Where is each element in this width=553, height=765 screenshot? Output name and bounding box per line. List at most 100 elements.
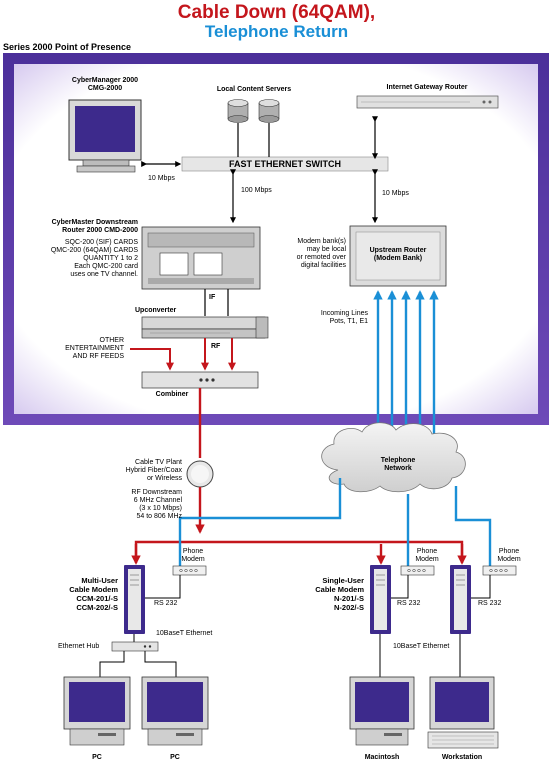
- pc-icon: [141, 676, 209, 746]
- rf-label: RF: [211, 343, 221, 350]
- rf-line: 54 to 806 MHz: [136, 513, 182, 520]
- card-line: QUANTITY 1 to 2: [83, 255, 138, 262]
- pc-icon: [63, 676, 131, 746]
- downstream-router-chassis-icon: [141, 226, 261, 290]
- modem-bank-note: Modem bank(s) may be local or remoted ov…: [270, 238, 346, 270]
- note-line: or remoted over: [296, 254, 346, 261]
- telephone-network-cloud-icon: [321, 422, 466, 493]
- computer-label: PC: [170, 754, 180, 761]
- phone-modem-label: Phone Modem: [176, 548, 210, 564]
- computer-label: PC: [92, 754, 102, 761]
- downstream-router-name: CyberMaster Downstream: [51, 219, 138, 226]
- ethernet-label: 10BaseT Ethernet: [393, 643, 450, 650]
- phone-modem-icon: [400, 565, 435, 576]
- upconverter-icon: [141, 316, 269, 339]
- single-user-line: Cable Modem: [315, 585, 364, 594]
- phone-modem-line: Modem: [415, 556, 439, 563]
- plant-line: or Wireless: [146, 475, 182, 482]
- gateway-router-label: Internet Gateway Router: [386, 84, 468, 91]
- link-speed-label: 100 Mbps: [241, 187, 272, 194]
- card-line: uses one TV channel.: [70, 271, 138, 278]
- link-speed-label: 10 Mbps: [148, 175, 175, 182]
- multi-user-line: Multi-User: [81, 576, 118, 585]
- multi-user-modem-label: Multi-User Cable Modem CCM-201/-S CCM-20…: [20, 576, 118, 612]
- card-line: QMC-200 (64QAM) CARDS: [50, 247, 138, 254]
- note-line: digital facilities: [300, 262, 346, 269]
- single-user-line: N-202/-S: [333, 603, 364, 612]
- upstream-router-label: Upstream Router (Modem Bank): [356, 247, 440, 263]
- single-user-line: N-201/-S: [333, 594, 364, 603]
- single-user-line: Single-User: [322, 576, 364, 585]
- macintosh-icon: [349, 676, 415, 746]
- downstream-router-label: CyberMaster Downstream Router 2000 CMD-2…: [20, 219, 138, 235]
- local-content-servers-label: Local Content Servers: [216, 86, 292, 93]
- phone-modem-line: Modem: [181, 556, 205, 563]
- combiner-label: Combiner: [155, 391, 189, 398]
- cybermanager-monitor-icon: [68, 99, 142, 173]
- computer-label: Macintosh: [364, 754, 400, 761]
- multi-user-line: CCM-201/-S: [76, 594, 118, 603]
- upstream-router-box: [349, 225, 447, 287]
- cable-modem-icon: [370, 565, 391, 634]
- plant-line: Hybrid Fiber/Coax: [125, 467, 182, 474]
- phone-modem-line: Phone: [498, 548, 520, 555]
- router-icon: [356, 95, 499, 109]
- single-user-modem-label: Single-User Cable Modem N-201/-S N-202/-…: [266, 576, 364, 612]
- network-line: Telephone: [380, 457, 416, 464]
- multi-user-line: Cable Modem: [69, 585, 118, 594]
- cable-modem-icon: [450, 565, 471, 634]
- phone-modem-line: Phone: [182, 548, 204, 555]
- upstream-router-name: Upstream Router: [369, 247, 427, 254]
- rf-line: (3 x 10 Mbps): [139, 505, 182, 512]
- diagram-subtitle: Telephone Return: [204, 22, 349, 41]
- combiner-icon: [141, 371, 259, 389]
- if-label: IF: [209, 294, 216, 301]
- fast-ethernet-switch: [181, 156, 389, 172]
- downstream-router-model: Router 2000 CMD-2000: [62, 227, 138, 234]
- rs232-label: RS 232: [154, 600, 178, 607]
- phone-modem-line: Modem: [497, 556, 521, 563]
- incoming-line: Incoming Lines: [320, 310, 368, 317]
- cybermanager-model: CMG-2000: [87, 85, 123, 92]
- incoming-line: Pots, T1, E1: [329, 318, 368, 325]
- telephone-network-label: Telephone Network: [360, 457, 436, 473]
- server-icon: [258, 99, 280, 123]
- cable-plant-label: Cable TV Plant Hybrid Fiber/Coax or Wire…: [60, 459, 182, 483]
- workstation-icon: [427, 676, 499, 749]
- upconverter-label: Upconverter: [135, 307, 177, 314]
- cards-info: SQC-200 (SIF) CARDS QMC-200 (64QAM) CARD…: [20, 239, 138, 279]
- feed-line: ENTERTAINMENT: [65, 345, 124, 352]
- phone-modem-label: Phone Modem: [492, 548, 526, 564]
- note-line: may be local: [306, 246, 346, 253]
- cybermanager-label: CyberManager 2000 CMG-2000: [60, 77, 150, 93]
- feed-line: AND RF FEEDS: [72, 353, 124, 360]
- card-line: SQC-200 (SIF) CARDS: [64, 239, 138, 246]
- plant-line: Cable TV Plant: [135, 459, 182, 466]
- pop-label: Series 2000 Point of Presence: [3, 42, 132, 52]
- ethernet-label: 10BaseT Ethernet: [156, 630, 213, 637]
- cable-plant-node-icon: [186, 460, 214, 488]
- switch-label: FAST ETHERNET SWITCH: [229, 159, 341, 169]
- feed-line: OTHER: [99, 337, 125, 344]
- rf-line: 6 MHz Channel: [133, 497, 182, 504]
- multi-user-line: CCM-202/-S: [76, 603, 118, 612]
- upstream-router-subtitle: (Modem Bank): [373, 255, 423, 262]
- rs232-label: RS 232: [397, 600, 421, 607]
- card-line: Each QMC-200 card: [74, 263, 138, 270]
- phone-modem-icon: [172, 565, 207, 576]
- ethernet-hub-label: Ethernet Hub: [58, 643, 100, 650]
- cybermanager-name: CyberManager 2000: [71, 77, 139, 84]
- computer-label: Workstation: [441, 754, 483, 761]
- other-feeds-label: OTHER ENTERTAINMENT AND RF FEEDS: [30, 337, 124, 361]
- phone-modem-label: Phone Modem: [410, 548, 444, 564]
- rf-line: RF Downstream: [131, 489, 182, 496]
- phone-modem-line: Phone: [416, 548, 438, 555]
- cable-modem-icon: [124, 565, 145, 634]
- phone-modem-icon: [482, 565, 517, 576]
- rf-downstream-label: RF Downstream 6 MHz Channel (3 x 10 Mbps…: [60, 489, 182, 521]
- incoming-phone-lines: [373, 290, 439, 438]
- network-line: Network: [384, 465, 412, 472]
- diagram-title: Cable Down (64QAM),: [177, 2, 376, 23]
- link-speed-label: 10 Mbps: [382, 190, 409, 197]
